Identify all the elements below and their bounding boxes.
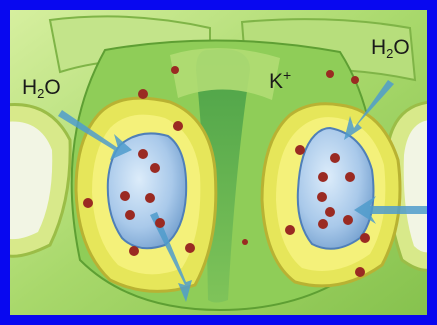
k-ion <box>318 219 328 229</box>
k-ion <box>129 246 139 256</box>
k-ion <box>295 145 305 155</box>
water-left-base: H <box>22 76 37 99</box>
k-ion <box>150 163 160 173</box>
k-ion <box>325 207 335 217</box>
k-ion <box>145 193 155 203</box>
potassium-base: K <box>269 70 283 93</box>
k-ion <box>83 198 93 208</box>
k-ion <box>360 233 370 243</box>
k-ion <box>138 149 148 159</box>
k-ion <box>120 191 130 201</box>
k-ion <box>318 172 328 182</box>
stomata-illustration <box>10 10 427 315</box>
water-right-base: H <box>371 36 386 59</box>
k-ion <box>330 153 340 163</box>
k-ion <box>317 192 327 202</box>
k-ion <box>171 66 179 74</box>
k-ion <box>155 218 165 228</box>
k-ion <box>326 70 334 78</box>
water-label-right: H2O <box>371 37 410 60</box>
k-ion <box>343 215 353 225</box>
potassium-charge: + <box>283 67 291 83</box>
k-ion <box>242 239 248 245</box>
water-right-tail: O <box>393 36 409 59</box>
k-ion <box>345 172 355 182</box>
water-left-tail: O <box>44 76 60 99</box>
k-ion <box>185 243 195 253</box>
k-ion <box>173 121 183 131</box>
k-ion <box>351 76 359 84</box>
water-label-left: H2O <box>22 77 61 100</box>
k-ion <box>125 210 135 220</box>
k-ion <box>285 225 295 235</box>
k-ion <box>138 89 148 99</box>
potassium-label: K+ <box>269 68 291 92</box>
k-ion <box>355 267 365 277</box>
